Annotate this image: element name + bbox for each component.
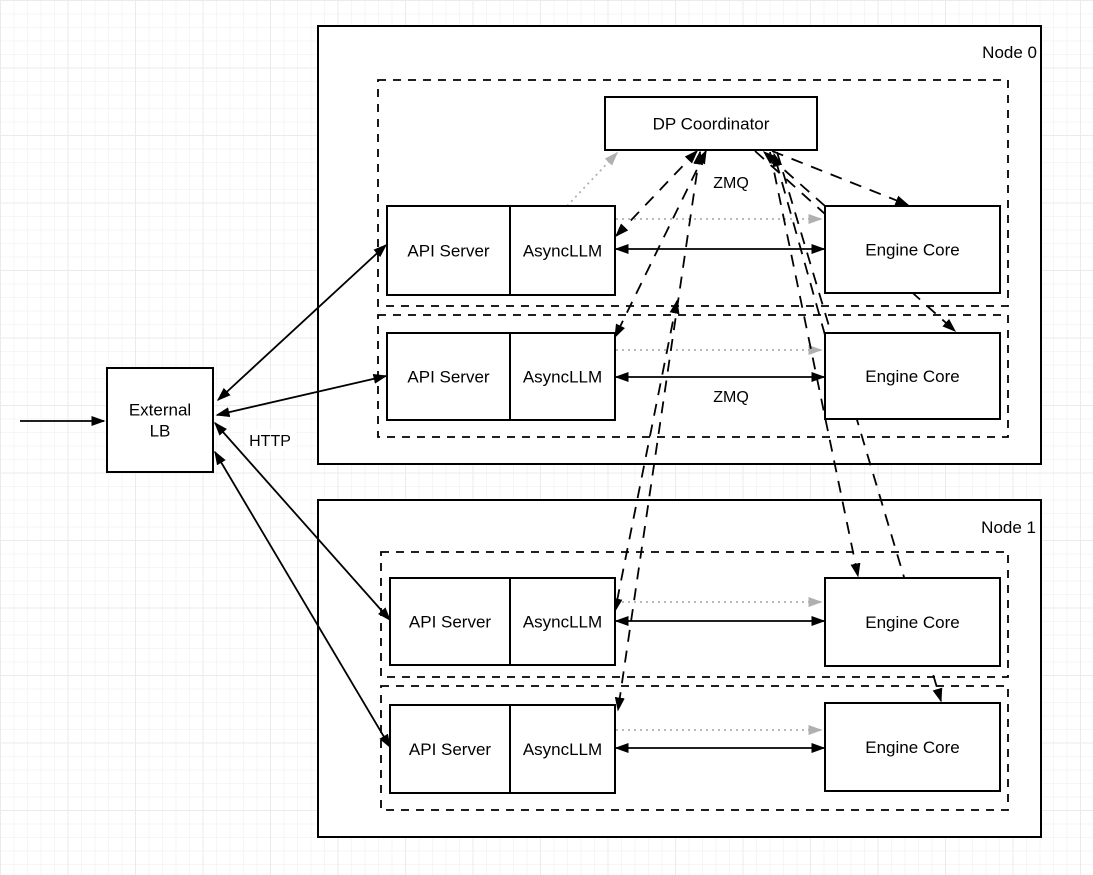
- asyncllm-n0r1-label: AsyncLLM: [523, 242, 602, 261]
- group-async-zmq-n1r1-edge: [612, 299, 680, 613]
- engine-core-n1r2-label: Engine Core: [865, 738, 960, 757]
- api-server-n1r1-box: [389, 577, 511, 666]
- api-server-n0r1-label: API Server: [407, 242, 490, 261]
- label-zmq-mid: ZMQ: [713, 389, 749, 406]
- label-zmq-mid-background: [710, 386, 752, 406]
- async-dp-dotted-n0r1-edge: [566, 151, 619, 207]
- node-0-label: Node 0: [982, 43, 1037, 62]
- asyncllm-n0r1-box: [509, 205, 616, 296]
- api-server-n1r2-label: API Server: [409, 740, 492, 759]
- dp-coordinator-label-line: DP Coordinator: [653, 115, 770, 134]
- asyncllm-n0r2-label-line: AsyncLLM: [523, 368, 602, 387]
- api-server-n1r1-label-line: API Server: [409, 613, 492, 632]
- engine-core-n0r1-box: [824, 205, 1001, 294]
- api-server-n0r2-label: API Server: [407, 368, 490, 387]
- asyncllm-n0r2-box: [509, 332, 616, 421]
- engine-core-n0r2-label-line: Engine Core: [865, 367, 960, 386]
- engine-core-n0r2-box: [824, 332, 1001, 420]
- api-server-n0r2-box: [386, 332, 511, 421]
- api-server-n1r2-box: [389, 704, 511, 794]
- engine-core-n0r1-label: Engine Core: [865, 241, 960, 260]
- label-http: HTTP: [249, 433, 291, 450]
- dp-coordinator-label: DP Coordinator: [653, 115, 770, 134]
- dp-ec-zmq-n1r2-edge: [776, 151, 943, 703]
- asyncllm-n0r2-label: AsyncLLM: [523, 368, 602, 387]
- external-lb-box: [106, 367, 214, 473]
- dp-ec-zmq-n0r1-edge: [771, 150, 910, 206]
- asyncllm-n1r1-label-line: AsyncLLM: [523, 613, 602, 632]
- engine-core-n1r1-label-line: Engine Core: [865, 613, 960, 632]
- dp-coordinator-box: [604, 96, 818, 151]
- asyncllm-n1r1-label: AsyncLLM: [523, 613, 602, 632]
- asyncllm-n1r2-label: AsyncLLM: [523, 740, 602, 759]
- asyncllm-n1r2-label-line: AsyncLLM: [523, 740, 602, 759]
- asyncllm-n1r1-box: [509, 577, 616, 666]
- label-zmq-top: ZMQ: [713, 175, 749, 192]
- ec-dp-zmq-n0r2-edge: [772, 152, 826, 336]
- api-server-n1r1-label: API Server: [409, 613, 492, 632]
- asyncllm-n0r1-label-line: AsyncLLM: [523, 242, 602, 261]
- node-1-label: Node 1: [981, 518, 1036, 537]
- engine-core-n1r2-box: [824, 702, 1001, 792]
- lb-api-n0r2-edge: [215, 373, 388, 418]
- label-zmq-top-background: [710, 172, 752, 192]
- label-http-background: [244, 430, 296, 450]
- api-server-n0r1-label-line: API Server: [407, 242, 490, 261]
- engine-core-n0r1-label-line: Engine Core: [865, 241, 960, 260]
- external-lb-label-line: External: [129, 401, 191, 420]
- api-server-n1r2-label-line: API Server: [409, 740, 492, 759]
- engine-core-n1r2-label-line: Engine Core: [865, 738, 960, 757]
- lb-api-n1r2-edge: [214, 450, 391, 749]
- engine-core-n1r1-label: Engine Core: [865, 613, 960, 632]
- asyncllm-n1r2-box: [509, 704, 616, 794]
- dp-ec-zmq-n1r1-edge: [769, 151, 861, 578]
- engine-core-n1r1-box: [824, 577, 1001, 667]
- external-lb-label-line: LB: [150, 422, 171, 441]
- engine-core-n0r2-label: Engine Core: [865, 367, 960, 386]
- api-server-n0r2-label-line: API Server: [407, 368, 490, 387]
